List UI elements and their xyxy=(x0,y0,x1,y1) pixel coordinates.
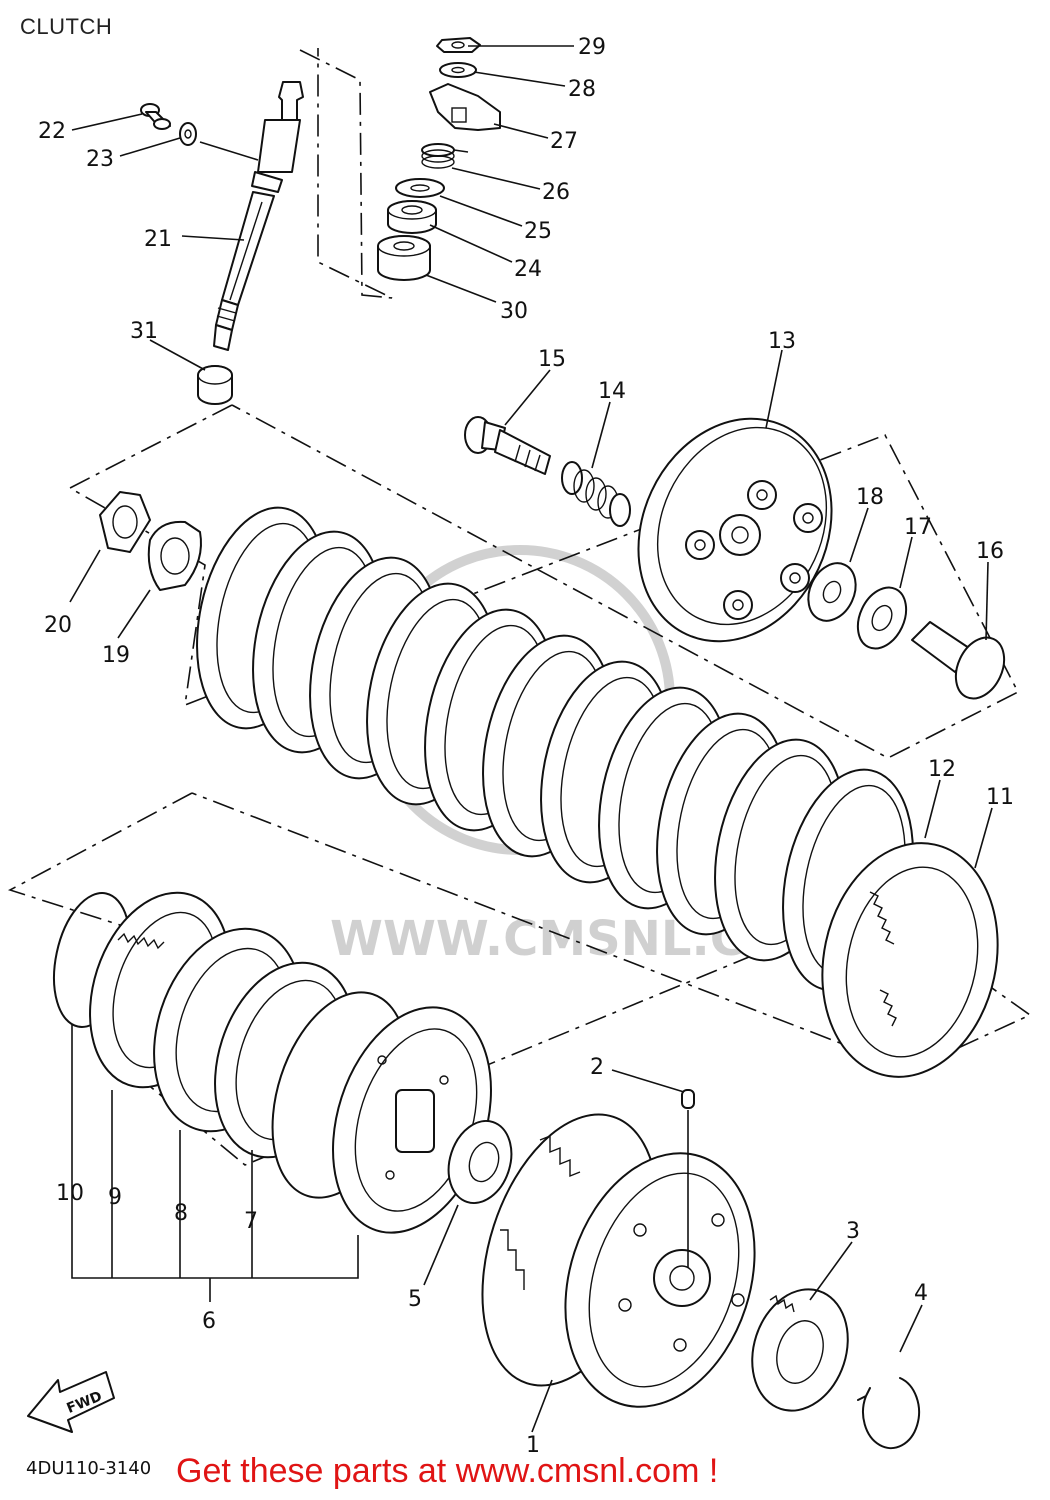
callout-26: 26 xyxy=(542,180,570,205)
part-14-clutch-spring xyxy=(561,461,631,527)
callout-28: 28 xyxy=(568,77,596,102)
part-4-circlip xyxy=(857,1377,921,1450)
callout-1: 1 xyxy=(526,1433,540,1458)
callout-2: 2 xyxy=(590,1055,604,1080)
callout-21: 21 xyxy=(144,227,172,252)
part-21-push-lever-shaft xyxy=(213,81,304,351)
callout-22: 22 xyxy=(38,119,66,144)
callout-10: 10 xyxy=(56,1181,84,1206)
part-22-bolt xyxy=(140,103,171,130)
diagram-code: 4DU110-3140 xyxy=(26,1458,152,1479)
callout-19: 19 xyxy=(102,643,130,668)
callout-23: 23 xyxy=(86,147,114,172)
leader-lines xyxy=(69,45,993,1433)
callout-30: 30 xyxy=(500,299,528,324)
clutch-plate-stack xyxy=(196,506,999,1078)
fwd-direction-arrow: FWD xyxy=(27,1371,115,1433)
part-20-nut xyxy=(99,491,151,553)
part-3-gear xyxy=(751,1288,849,1412)
callout-11: 11 xyxy=(986,785,1014,810)
part-29-nut xyxy=(436,37,481,53)
part-27-lever xyxy=(429,83,501,131)
part-15-bolt xyxy=(464,416,551,475)
callout-29: 29 xyxy=(578,35,606,60)
part-30-bearing xyxy=(377,235,431,281)
part-31-collar xyxy=(197,365,233,405)
callout-14: 14 xyxy=(598,379,626,404)
callout-6: 6 xyxy=(202,1309,216,1334)
callout-9: 9 xyxy=(108,1185,122,1210)
callout-8: 8 xyxy=(174,1201,188,1226)
callout-numbers: 29 28 27 26 25 24 30 22 23 21 31 15 14 1… xyxy=(38,35,1014,1458)
callout-13: 13 xyxy=(768,329,796,354)
part-23-washer xyxy=(179,122,197,146)
page-title: CLUTCH xyxy=(20,14,113,39)
part-25-washer xyxy=(395,178,445,198)
callout-20: 20 xyxy=(44,613,72,638)
callout-17: 17 xyxy=(904,515,932,540)
part-16-push-rod xyxy=(911,621,1006,700)
callout-18: 18 xyxy=(856,485,884,510)
callout-12: 12 xyxy=(928,757,956,782)
part-17-bearing xyxy=(856,586,908,650)
callout-25: 25 xyxy=(524,219,552,244)
callout-3: 3 xyxy=(846,1219,860,1244)
callout-31: 31 xyxy=(130,319,158,344)
callout-24: 24 xyxy=(514,257,542,282)
part-19-lock-washer xyxy=(147,520,202,591)
part-2-pin xyxy=(681,1089,695,1109)
callout-16: 16 xyxy=(976,539,1004,564)
callout-5: 5 xyxy=(408,1287,422,1312)
callout-15: 15 xyxy=(538,347,566,372)
callout-7: 7 xyxy=(244,1209,258,1234)
part-24-oil-seal xyxy=(387,200,437,234)
part-26-spring xyxy=(421,143,469,169)
callout-27: 27 xyxy=(550,129,578,154)
part-1-clutch-housing xyxy=(481,1113,756,1408)
callout-4: 4 xyxy=(914,1281,928,1306)
part-13-pressure-plate xyxy=(637,417,833,643)
cta-link[interactable]: Get these parts at www.cmsnl.com ! xyxy=(176,1452,719,1490)
part-28-washer xyxy=(439,62,477,78)
part-18-washer xyxy=(807,562,857,622)
part-5-thrust-washer xyxy=(447,1119,513,1205)
